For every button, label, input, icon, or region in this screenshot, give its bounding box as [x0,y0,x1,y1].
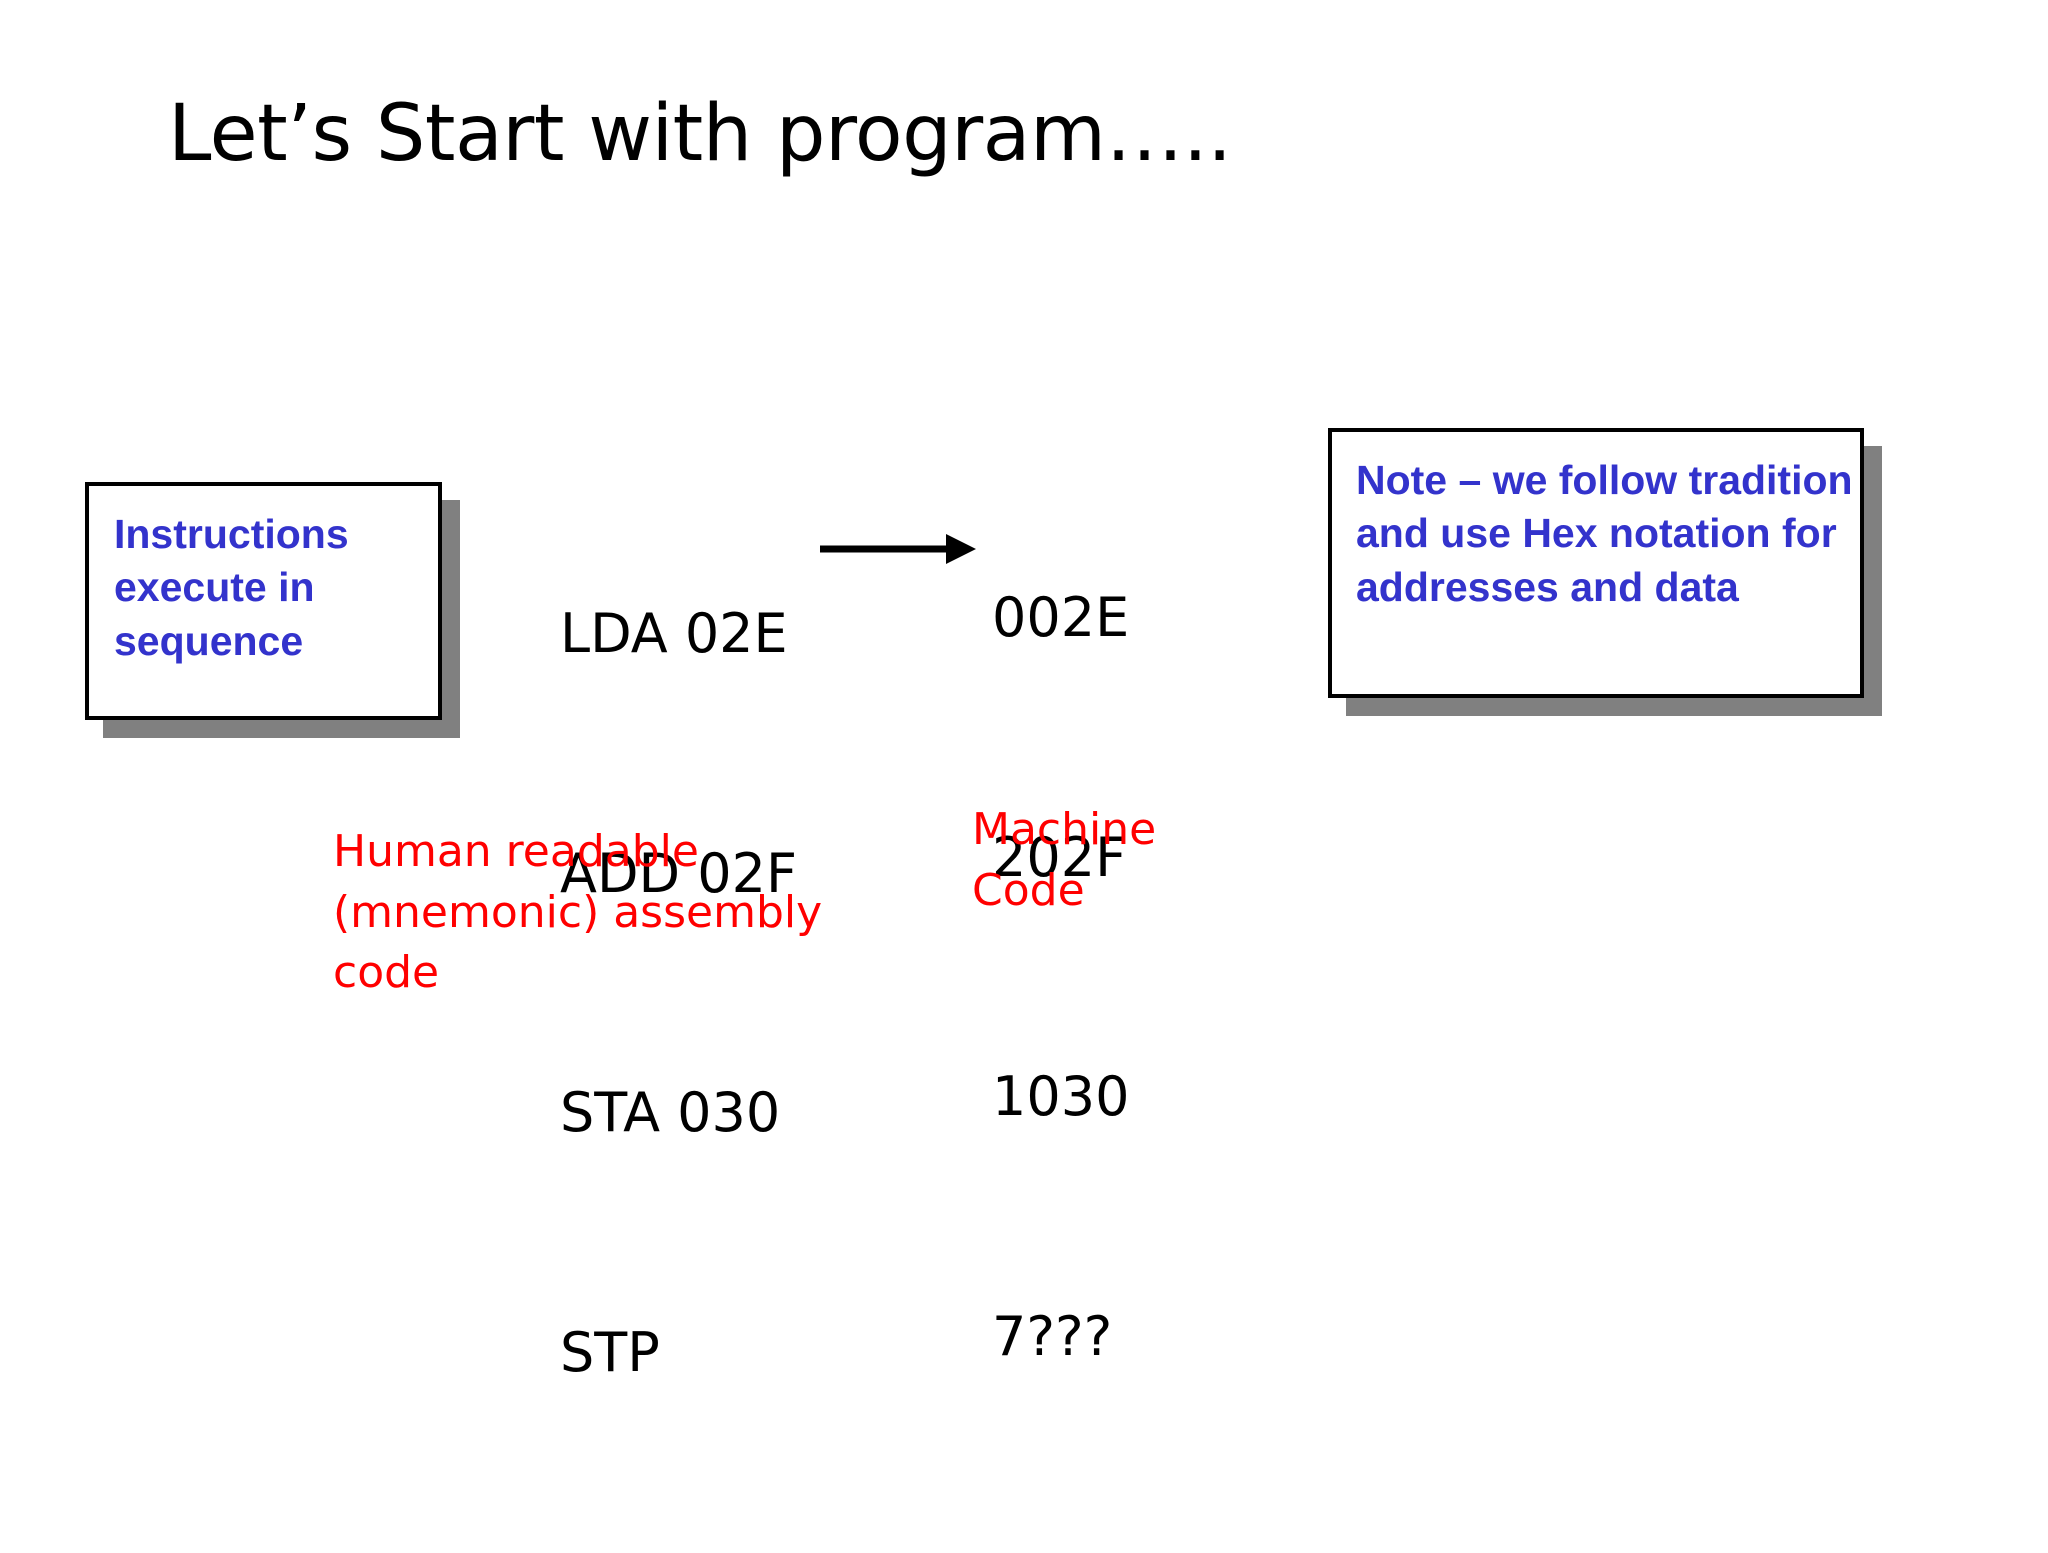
caption-assembly-code: Human readable (mnemonic) assembly code [333,826,823,999]
page-title: Let’s Start with program….. [168,89,1232,179]
assembly-code-line: ADD 02F [560,841,798,905]
assembly-code-line: STP [560,1320,660,1384]
machine-code-line: 002E [992,585,1130,649]
caption-machine-code: Machine Code [972,804,1157,916]
assembly-code-line: STA 030 [560,1081,781,1145]
machine-code-column: 002E 202F 1030 7??? [992,418,1129,1537]
callout-note-text: Note – we follow tradition and use Hex n… [1356,457,1853,610]
assembly-code-line: LDA 02E [560,601,788,665]
machine-code-line: 1030 [992,1065,1130,1129]
machine-code-line: 202F [992,825,1127,889]
callout-box-note: Note – we follow tradition and use Hex n… [1328,428,1864,698]
callout-box-instructions: Instructions execute in sequence [85,482,442,720]
right-arrow-icon [820,534,976,564]
machine-code-line: 7??? [992,1304,1113,1368]
callout-instructions-text: Instructions execute in sequence [114,511,349,664]
assembly-code-column: LDA 02E ADD 02F STA 030 STP [560,434,797,1553]
